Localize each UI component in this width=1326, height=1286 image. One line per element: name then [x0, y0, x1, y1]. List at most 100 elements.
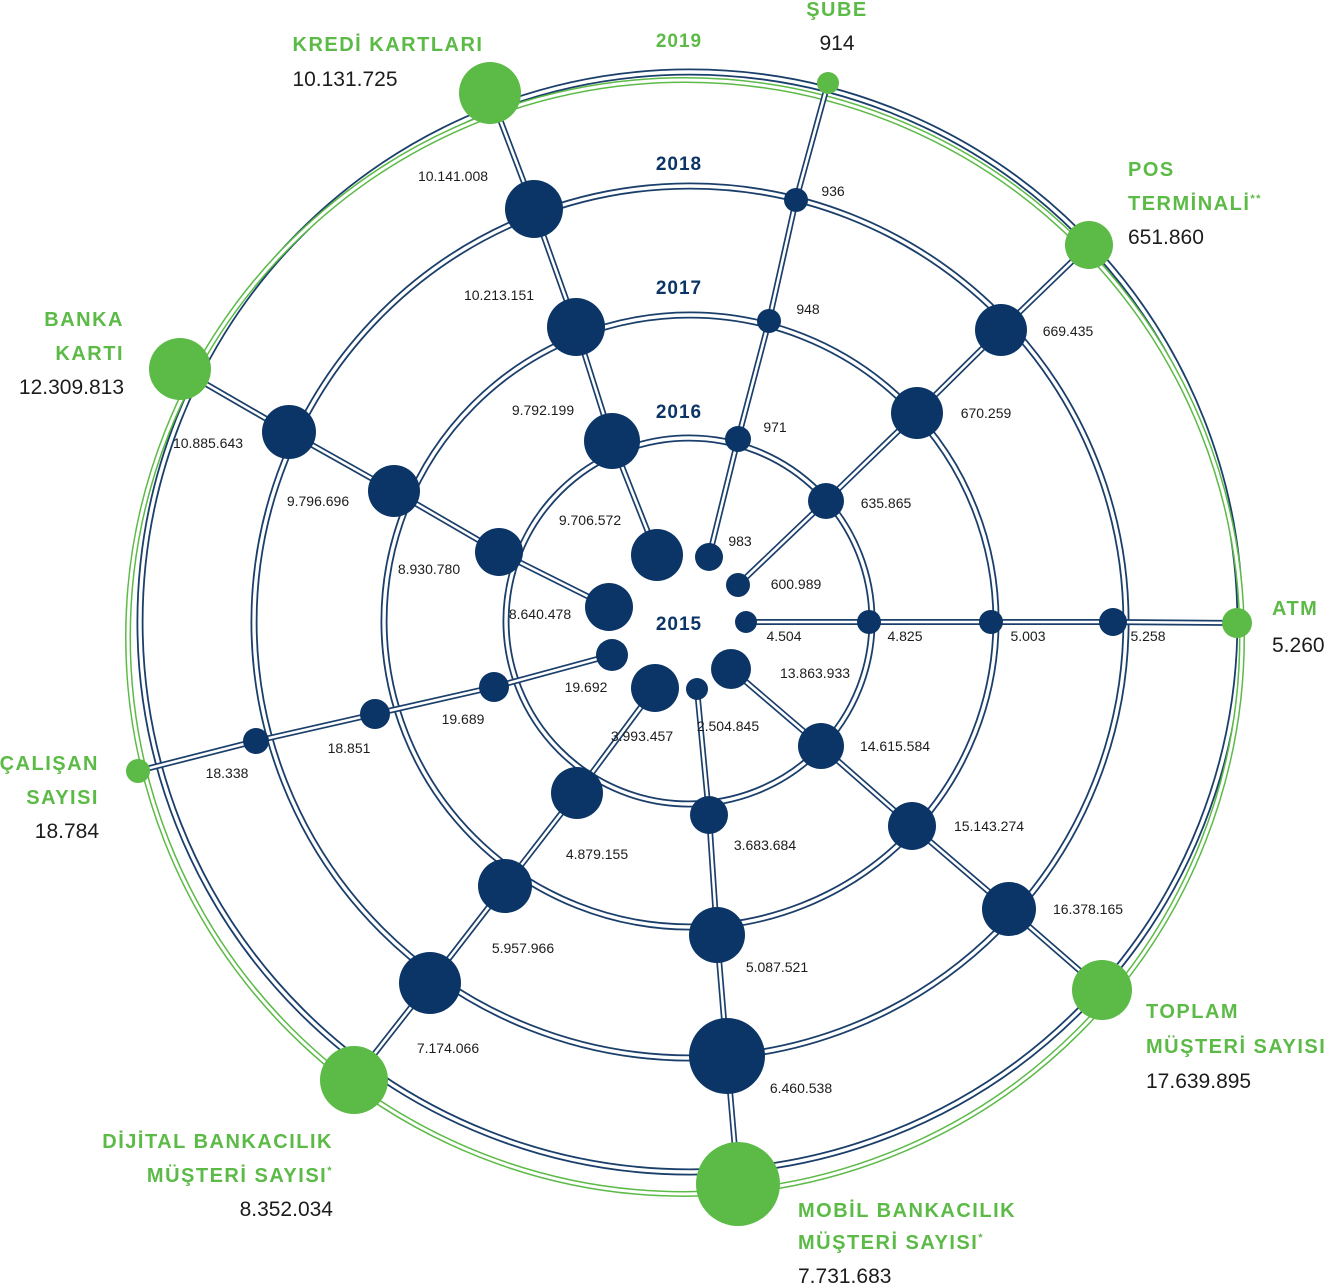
dot-banka-2016 [475, 528, 523, 576]
value-label-mobil-2017: 5.087.521 [746, 959, 808, 975]
value-label-sube-2016: 971 [763, 419, 787, 435]
dot-dijital-2018 [399, 952, 461, 1014]
value-label-kredi-2016: 9.792.199 [512, 402, 574, 418]
value-label-pos-2017: 670.259 [961, 405, 1012, 421]
dot-sube-2016 [725, 426, 751, 452]
category-value-sube-2019: 914 [819, 32, 854, 55]
dot-banka-2019 [149, 338, 211, 400]
category-value-banka-2019: 12.309.813 [19, 376, 124, 399]
value-label-toplam-2016: 14.615.584 [860, 738, 930, 754]
value-label-mobil-2015: 2.504.845 [697, 718, 759, 734]
category-title-calisan: ÇALIŞAN SAYISI [0, 753, 99, 809]
value-label-atm-2015: 4.504 [766, 628, 801, 644]
dot-toplam-2018 [982, 882, 1036, 936]
dot-kredi-2017 [547, 298, 605, 356]
dot-sube-2017 [757, 309, 781, 333]
value-label-dijital-2017: 5.957.966 [492, 940, 554, 956]
value-label-calisan-2016: 19.689 [442, 711, 485, 727]
value-label-sube-2017: 948 [796, 301, 820, 317]
value-label-toplam-2017: 15.143.274 [954, 818, 1024, 834]
value-label-toplam-2015: 13.863.933 [780, 665, 850, 681]
year-label-2017: 2017 [656, 278, 702, 299]
value-label-atm-2018: 5.258 [1130, 628, 1165, 644]
value-label-banka-2018: 10.885.643 [173, 435, 243, 451]
dot-atm-2017 [979, 610, 1003, 634]
category-title-kredi: KREDİ KARTLARI [293, 33, 484, 56]
dot-pos-2016 [808, 483, 844, 519]
value-label-kredi-2017: 10.213.151 [464, 287, 534, 303]
dot-banka-2017 [368, 465, 420, 517]
category-title-line: KARTI [55, 343, 124, 365]
dot-sube-2019 [817, 72, 839, 94]
category-title-line: TOPLAM [1146, 1001, 1239, 1023]
value-label-pos-2018: 669.435 [1043, 323, 1094, 339]
dot-mobil-2017 [689, 907, 745, 963]
dot-dijital-2015 [631, 664, 679, 712]
category-title-footnote-mark: * [978, 1232, 984, 1244]
category-value-pos-2019: 651.860 [1128, 226, 1204, 249]
dot-dijital-2016 [551, 767, 603, 819]
dot-sube-2015 [695, 543, 723, 571]
dot-mobil-2015 [686, 678, 708, 700]
category-value-kredi-2019: 10.131.725 [292, 68, 397, 91]
category-title-dijital: DİJİTAL BANKACILIK MÜŞTERİ SAYISI* [102, 1130, 333, 1187]
year-label-2016: 2016 [656, 402, 702, 423]
value-label-kredi-2015: 9.706.572 [559, 512, 621, 528]
category-title-line: SAYISI [26, 787, 99, 809]
category-title-footnote-mark: ** [1250, 193, 1262, 205]
category-title-line: ATM [1272, 598, 1318, 620]
year-label-2015: 2015 [656, 614, 702, 635]
category-title-line: ŞUBE [806, 0, 868, 21]
dot-sube-2018 [784, 188, 808, 212]
category-value-calisan-2019: 18.784 [35, 820, 100, 843]
category-title-line: MÜŞTERİ SAYISI [147, 1164, 327, 1187]
category-title-line: MÜŞTERİ SAYISI [1146, 1035, 1326, 1058]
value-label-banka-2015: 8.640.478 [509, 606, 571, 622]
value-label-atm-2017: 5.003 [1010, 628, 1045, 644]
value-label-sube-2015: 983 [728, 533, 752, 549]
year-label-2018: 2018 [656, 154, 702, 175]
value-label-mobil-2016: 3.683.684 [734, 837, 796, 853]
value-label-sube-2018: 936 [821, 183, 845, 199]
value-label-calisan-2017: 18.851 [328, 740, 371, 756]
dot-mobil-2018 [689, 1018, 765, 1094]
category-title-mobil: MOBİL BANKACILIK MÜŞTERİ SAYISI* [798, 1199, 1016, 1254]
category-title-line: MÜŞTERİ SAYISI [798, 1231, 978, 1254]
category-title-toplam: TOPLAM MÜŞTERİ SAYISI [1146, 1001, 1326, 1058]
dot-pos-2017 [891, 387, 943, 439]
dot-kredi-2019 [459, 62, 521, 124]
dot-toplam-2019 [1072, 960, 1132, 1020]
value-label-dijital-2016: 4.879.155 [566, 846, 628, 862]
category-value-toplam-2019: 17.639.895 [1146, 1070, 1251, 1093]
dot-atm-2015 [735, 611, 757, 633]
category-title-sube: ŞUBE [806, 0, 868, 21]
dot-pos-2015 [726, 573, 750, 597]
dot-calisan-2018 [243, 728, 269, 754]
dot-toplam-2016 [798, 723, 844, 769]
value-label-mobil-2018: 6.460.538 [770, 1080, 832, 1096]
category-title-line: MOBİL BANKACILIK [798, 1199, 1016, 1222]
dot-calisan-2017 [360, 699, 390, 729]
value-label-dijital-2015: 3.993.457 [611, 728, 673, 744]
dot-kredi-2016 [584, 413, 640, 469]
category-title-line: ÇALIŞAN [0, 753, 99, 775]
category-title-footnote-mark: * [327, 1165, 333, 1177]
dot-atm-2016 [857, 610, 881, 634]
dot-banka-2018 [262, 405, 316, 459]
value-label-dijital-2018: 7.174.066 [417, 1040, 479, 1056]
category-title-line: DİJİTAL BANKACILIK [102, 1130, 333, 1153]
dots-layer [126, 62, 1252, 1226]
dot-mobil-2016 [690, 796, 728, 834]
dot-pos-2019 [1065, 221, 1113, 269]
category-value-atm-2019: 5.260 [1272, 634, 1325, 657]
dot-kredi-2018 [505, 180, 563, 238]
value-label-pos-2015: 600.989 [771, 576, 822, 592]
category-title-line: POS [1128, 159, 1175, 181]
category-title-line: KREDİ KARTLARI [293, 33, 484, 56]
category-value-dijital-2019: 8.352.034 [240, 1198, 334, 1221]
dot-toplam-2015 [711, 649, 751, 689]
